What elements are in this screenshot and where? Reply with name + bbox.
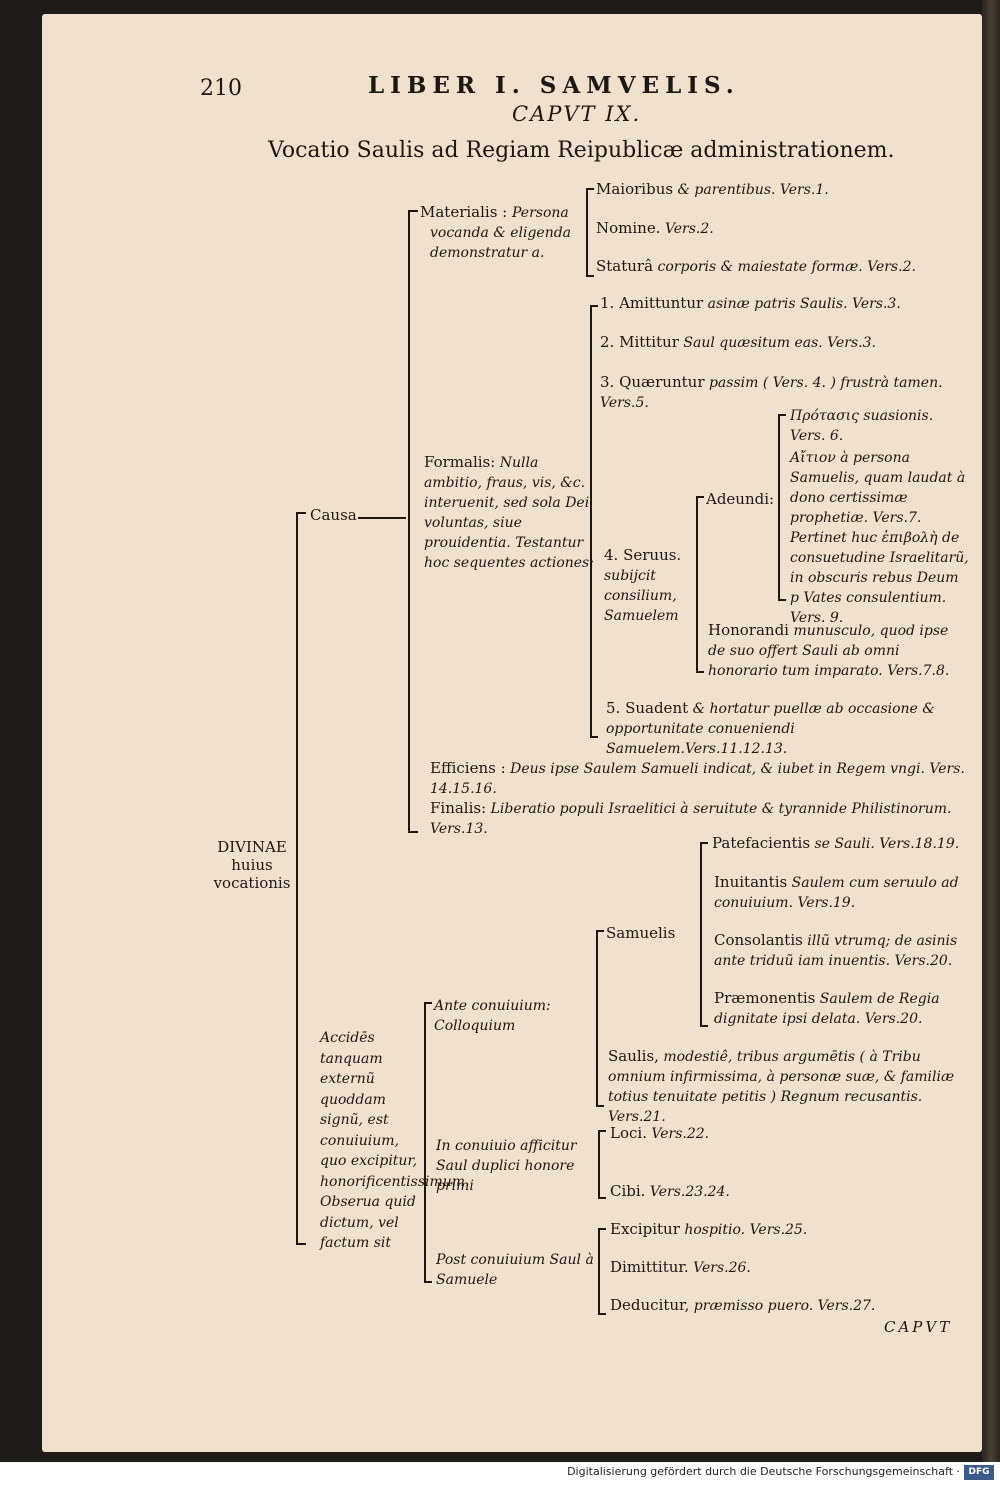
brace-in-conuiuio-top <box>598 1130 606 1132</box>
digitization-footer: Digitalisierung gefördert durch die Deut… <box>0 1462 1000 1485</box>
adeundi-label: Adeundi: <box>706 490 775 508</box>
running-head: LIBER I. SAMVELIS. <box>368 72 740 99</box>
brace-formalis-bottom <box>590 736 598 738</box>
brace-post-bottom <box>598 1313 606 1315</box>
brace-root-top <box>296 512 306 514</box>
brace-samuelis-top <box>700 842 708 844</box>
causa-label: Causa <box>310 506 357 524</box>
samuelis-label: Samuelis <box>606 924 676 942</box>
accidens-label: Accidēs tanquam externũ quoddam signũ, e… <box>320 1030 470 1251</box>
brace-in-conuiuio-bottom <box>598 1197 606 1199</box>
formalis-item: 2. Mittitur Saul quæsitum eas. Vers.3. <box>600 333 876 351</box>
dfg-logo: DFG <box>964 1465 994 1480</box>
samuelis-item: Consolantis illũ vtrumq; de asinis ante … <box>714 931 958 969</box>
saulis-item: Saulis, modestiê, tribus argumētis ( à T… <box>608 1047 955 1125</box>
brace-causa <box>408 210 410 832</box>
page-number: 210 <box>200 76 242 101</box>
materialis-item: Nomine. Vers.2. <box>596 219 714 237</box>
post-item: Deducitur, præmisso puero. Vers.27. <box>610 1296 876 1314</box>
in-conuiuio-item: Loci. Vers.22. <box>610 1124 710 1142</box>
chapter-heading: CAPVT IX. <box>512 102 642 126</box>
brace-accidens-top <box>424 1002 432 1004</box>
efficiens-block: Efficiens : Deus ipse Saulem Samueli ind… <box>430 759 965 797</box>
catchword: CAPVT <box>884 1318 953 1336</box>
brace-seruus-bottom <box>696 671 704 673</box>
book-spine <box>982 0 1000 1485</box>
brace-accidens-bottom <box>424 1281 432 1283</box>
samuelis-item: Inuitantis Saulem cum seruulo ad conuiui… <box>714 873 959 911</box>
materialis-item: Maioribus & parentibus. Vers.1. <box>596 180 829 198</box>
formalis-item-5: 5. Suadent & hortatur puellæ ab occasion… <box>606 699 935 757</box>
post-conuiuium-label: Post conuiuium Saul à Samuele <box>436 1252 594 1288</box>
finalis-block: Finalis: Liberatio populi Israelitici à … <box>430 799 952 837</box>
brace-causa-top <box>408 210 418 212</box>
page-title: Vocatio Saulis ad Regiam Reipublicæ admi… <box>268 138 895 163</box>
brace-adeundi-top <box>778 414 786 416</box>
brace-causa-bottom <box>408 831 418 833</box>
brace-materialis <box>586 188 588 276</box>
brace-post <box>598 1228 600 1314</box>
formalis-item: 3. Quæruntur passim ( Vers. 4. ) frustrà… <box>600 373 943 411</box>
brace-accidens <box>424 1002 426 1282</box>
formalis-item: 1. Amittuntur asinæ patris Saulis. Vers.… <box>600 294 901 312</box>
brace-materialis-bottom <box>586 275 594 277</box>
brace-adeundi <box>778 414 780 600</box>
materialis-desc: Persona vocanda & eligenda demonstratur … <box>430 205 572 261</box>
materialis-item: Staturâ corporis & maiestate formæ. Vers… <box>596 257 916 275</box>
adeundi-item: Πρότασις suasionis. Vers. 6. <box>790 408 934 444</box>
root-label: DIVINAE huius vocationis <box>213 838 291 892</box>
book-page <box>42 14 982 1452</box>
post-item: Dimittitur. Vers.26. <box>610 1258 751 1276</box>
in-conuiuio-item: Cibi. Vers.23.24. <box>610 1182 730 1200</box>
brace-post-top <box>598 1228 606 1230</box>
brace-ante-top <box>596 930 604 932</box>
brace-seruus-top <box>696 496 704 498</box>
brace-seruus <box>696 496 698 672</box>
brace-ante <box>596 930 598 1106</box>
brace-materialis-top <box>586 188 594 190</box>
causa-connector <box>358 517 406 519</box>
adeundi-item: Αἴτιον à persona Samuelis, quam laudat à… <box>790 450 969 626</box>
brace-ante-bottom <box>596 1105 604 1107</box>
samuelis-item: Præmonentis Saulem de Regia dignitate ip… <box>714 989 940 1027</box>
brace-formalis <box>590 305 592 737</box>
formalis-block: Formalis: Nulla ambitio, fraus, vis, &c.… <box>424 453 594 571</box>
brace-adeundi-bottom <box>778 599 786 601</box>
post-item: Excipitur hospitio. Vers.25. <box>610 1220 808 1238</box>
honorandi-item: Honorandi munusculo, quod ipse de suo of… <box>708 621 950 679</box>
samuelis-item: Patefacientis se Sauli. Vers.18.19. <box>712 834 960 852</box>
in-conuiuio-label: In conuiuio afficitur Saul duplici honor… <box>436 1138 577 1194</box>
ante-conuiuium-label: Ante conuiuium: Colloquium <box>434 998 551 1034</box>
brace-formalis-top <box>590 305 598 307</box>
brace-samuelis-bottom <box>700 1025 708 1027</box>
footer-text: Digitalisierung gefördert durch die Deut… <box>567 1465 960 1478</box>
materialis-label: Materialis : <box>420 203 508 221</box>
brace-in-conuiuio <box>598 1130 600 1198</box>
seruus-block: 4. Seruus. subijcit consilium, Samuelem <box>604 546 682 624</box>
brace-root <box>296 512 298 1244</box>
brace-samuelis <box>700 842 702 1026</box>
brace-root-bottom <box>296 1243 306 1245</box>
